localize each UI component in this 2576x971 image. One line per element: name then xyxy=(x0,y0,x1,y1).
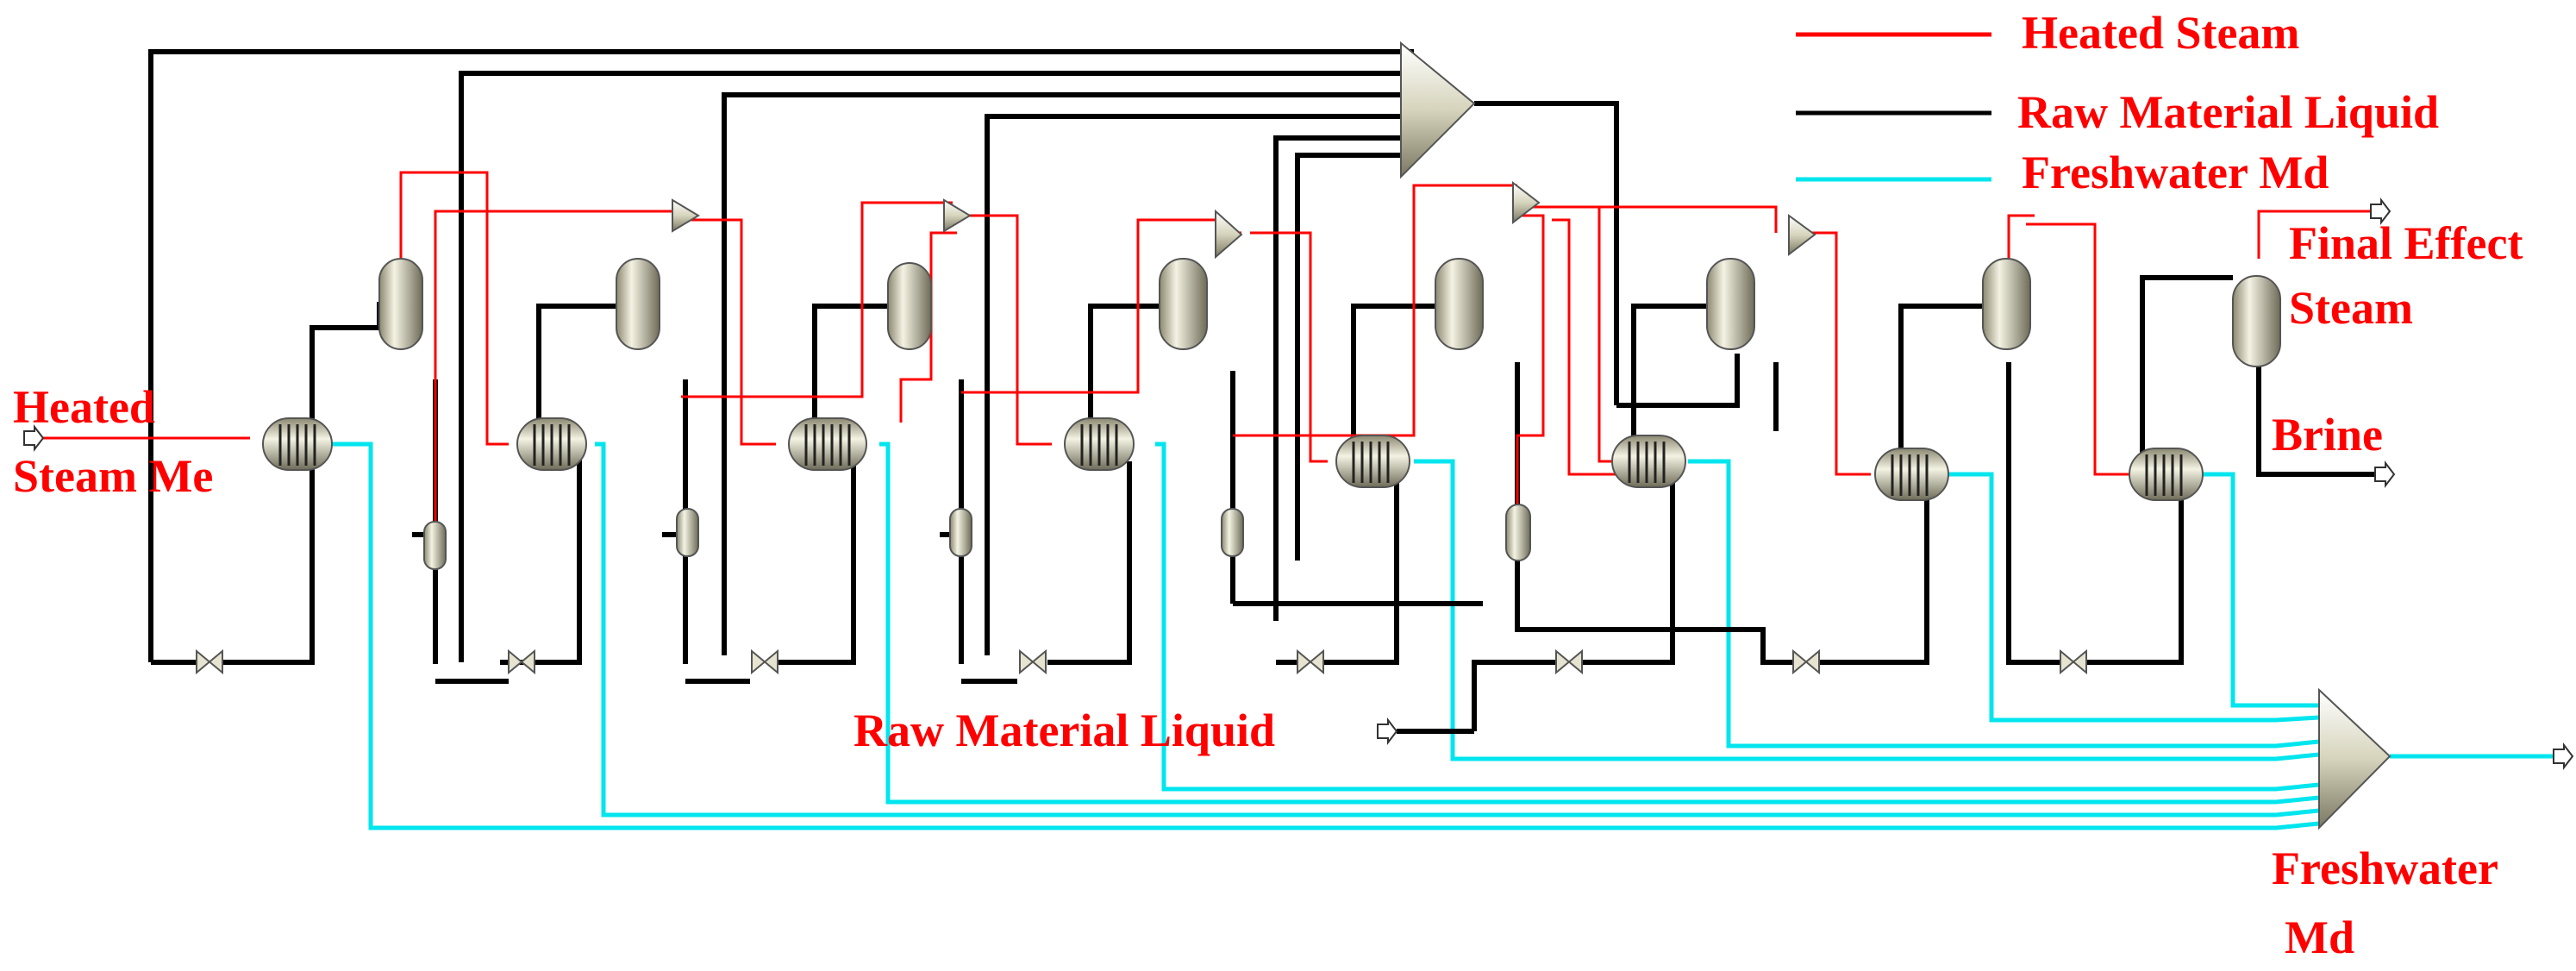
legend-fresh-label: Freshwater Md xyxy=(2022,147,2329,198)
freshwater-outlet-port-icon xyxy=(2553,742,2574,770)
ports xyxy=(23,197,2574,770)
equipment xyxy=(196,41,2392,830)
valve-8 xyxy=(2060,648,2087,675)
steam-mixer-3 xyxy=(1215,209,1243,260)
final-effect-steam-label-2: Steam xyxy=(2289,282,2413,334)
freshwater-outlet-label-1: Freshwater xyxy=(2272,843,2498,894)
valve-7 xyxy=(1792,648,1820,675)
heated-steam-inlet-label-1: Heated xyxy=(13,381,155,433)
separator-1 xyxy=(378,258,423,350)
raw-material-lines xyxy=(148,49,2375,734)
effect-1-heat-exchanger xyxy=(262,417,333,471)
valve-2 xyxy=(508,648,535,675)
effect-3-heat-exchanger xyxy=(788,417,867,471)
separator-8 xyxy=(2232,275,2281,367)
effect-8-heat-exchanger xyxy=(2129,448,2204,501)
raw-material-inlet-label: Raw Material Liquid xyxy=(853,705,1275,756)
flash-drum-2 xyxy=(676,508,699,557)
raw-liquid-inlet-port-icon xyxy=(1377,717,1398,745)
effect-2-heat-exchanger xyxy=(516,417,587,471)
effect-6-heat-exchanger xyxy=(1611,435,1686,488)
separator-5 xyxy=(1435,258,1484,350)
stream-labels: Heated Steam Me Raw Material Liquid Fina… xyxy=(13,217,2523,963)
final-steam-outlet-port-icon xyxy=(2370,197,2392,225)
steam-lines xyxy=(26,171,2371,522)
steam-mixer-2 xyxy=(943,198,972,233)
steam-inlet-port-icon xyxy=(23,424,45,452)
separator-2 xyxy=(616,258,660,350)
separator-6 xyxy=(1706,258,1755,350)
steam-mixer-5 xyxy=(1788,214,1816,257)
separator-3 xyxy=(887,262,932,350)
valve-5 xyxy=(1297,648,1324,675)
brine-outlet-port-icon xyxy=(2374,460,2396,488)
effect-4-heat-exchanger xyxy=(1064,417,1135,471)
effect-5-heat-exchanger xyxy=(1335,435,1410,488)
flash-drum-1 xyxy=(423,521,447,570)
heated-steam-inlet-label-2: Steam Me xyxy=(13,450,213,502)
flash-drum-5 xyxy=(1505,504,1531,561)
steam-mixer-1 xyxy=(672,198,700,233)
valve-4 xyxy=(1019,648,1047,675)
freshwater-lines xyxy=(321,442,2554,830)
flash-drum-4 xyxy=(1221,508,1244,557)
valve-6 xyxy=(1555,648,1583,675)
legend-raw-label: Raw Material Liquid xyxy=(2017,86,2439,138)
valve-1 xyxy=(196,648,223,675)
legend-steam-label: Heated Steam xyxy=(2022,7,2299,59)
valve-3 xyxy=(751,648,778,675)
separator-4 xyxy=(1159,258,1208,350)
legend: Heated Steam Raw Material Liquid Freshwa… xyxy=(1796,7,2439,198)
vapor-collector-mixer xyxy=(1400,41,1476,179)
effect-7-heat-exchanger xyxy=(1874,448,1949,501)
flash-drum-3 xyxy=(949,508,972,557)
steam-mixer-4 xyxy=(1512,180,1541,225)
separator-7 xyxy=(1982,258,2031,350)
freshwater-collector-mixer xyxy=(2318,687,2392,830)
freshwater-outlet-label-2: Md xyxy=(2285,911,2354,963)
final-effect-steam-label-1: Final Effect xyxy=(2289,217,2523,269)
brine-label: Brine xyxy=(2272,409,2383,460)
